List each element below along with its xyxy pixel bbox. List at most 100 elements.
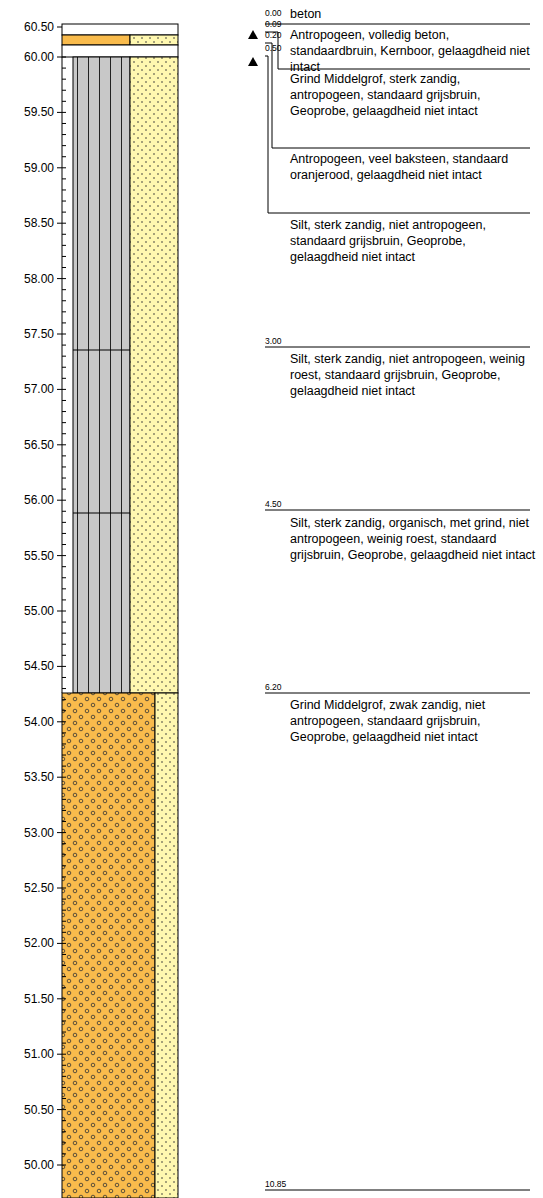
major-tick — [57, 112, 62, 113]
depth-label: 0.09 — [265, 19, 282, 29]
minor-tick — [62, 799, 66, 800]
minor-tick — [62, 1020, 66, 1021]
major-tick — [57, 943, 62, 944]
layer-description: Silt, sterk zandig, niet antropogeen, st… — [290, 217, 536, 265]
minor-tick — [62, 289, 66, 290]
minor-tick — [62, 400, 66, 401]
minor-tick — [62, 921, 66, 922]
minor-tick — [62, 976, 66, 977]
minor-tick — [62, 500, 66, 501]
minor-tick — [62, 356, 66, 357]
minor-tick — [62, 101, 66, 102]
minor-tick — [62, 965, 66, 966]
minor-tick — [62, 865, 66, 866]
minor-tick — [62, 876, 66, 877]
layer-boundary — [73, 513, 130, 514]
layer-description: Silt, sterk zandig, niet antropogeen, we… — [290, 351, 536, 399]
minor-tick — [62, 688, 66, 689]
minor-tick — [62, 622, 66, 623]
minor-tick — [62, 68, 66, 69]
minor-tick — [62, 489, 66, 490]
leader-lines — [265, 24, 530, 1190]
layer-boundary — [73, 350, 130, 351]
major-tick — [57, 832, 62, 833]
minor-tick — [62, 699, 66, 700]
major-tick — [57, 1054, 62, 1055]
minor-tick — [62, 644, 66, 645]
minor-tick — [62, 1076, 66, 1077]
depth-line — [265, 24, 530, 25]
minor-tick — [62, 1120, 66, 1121]
layer-description: Grind Middelgrof, zwak zandig, niet antr… — [290, 697, 536, 745]
major-tick — [57, 334, 62, 335]
minor-tick — [62, 666, 66, 667]
minor-tick — [62, 732, 66, 733]
sand-admixture — [130, 35, 178, 45]
minor-tick — [62, 998, 66, 999]
minor-tick — [62, 278, 66, 279]
minor-tick — [62, 123, 66, 124]
minor-tick — [62, 544, 66, 545]
minor-tick — [62, 721, 66, 722]
major-tick — [57, 444, 62, 445]
minor-tick — [62, 810, 66, 811]
elevation-label: 60.50 — [2, 20, 54, 34]
minor-tick — [62, 234, 66, 235]
elevation-label: 53.50 — [2, 770, 54, 784]
minor-tick — [62, 566, 66, 567]
minor-tick — [62, 212, 66, 213]
minor-tick — [62, 577, 66, 578]
axis-line — [62, 57, 63, 693]
minor-tick — [62, 710, 66, 711]
concrete-layer — [62, 24, 178, 35]
minor-tick — [62, 843, 66, 844]
minor-tick — [62, 533, 66, 534]
major-tick — [57, 611, 62, 612]
major-tick — [57, 1109, 62, 1110]
minor-tick — [62, 743, 66, 744]
elevation-label: 51.50 — [2, 992, 54, 1006]
minor-tick — [62, 322, 66, 323]
minor-tick — [62, 256, 66, 257]
minor-tick — [62, 112, 66, 113]
axis-ticks — [57, 27, 66, 1165]
minor-tick — [62, 1153, 66, 1154]
elevation-label: 59.00 — [2, 161, 54, 175]
minor-tick — [62, 1087, 66, 1088]
depth-line — [265, 693, 530, 694]
major-tick — [57, 167, 62, 168]
minor-tick — [62, 345, 66, 346]
major-tick — [57, 57, 62, 58]
minor-tick — [62, 1165, 66, 1166]
minor-tick — [62, 300, 66, 301]
elevation-label: 54.50 — [2, 659, 54, 673]
elevation-label: 52.00 — [2, 936, 54, 950]
brick-layer — [62, 45, 178, 57]
minor-tick — [62, 832, 66, 833]
elevation-label: 54.00 — [2, 715, 54, 729]
minor-tick — [62, 677, 66, 678]
minor-tick — [62, 79, 66, 80]
elevation-label: 60.00 — [2, 50, 54, 64]
minor-tick — [62, 145, 66, 146]
major-tick — [57, 223, 62, 224]
water-level-marker — [248, 57, 258, 66]
gravel-layer — [62, 693, 155, 1198]
silt-layer — [73, 57, 130, 693]
minor-tick — [62, 755, 66, 756]
depth-label: 0.00 — [265, 8, 282, 18]
depth-label: 0.50 — [265, 43, 282, 53]
elevation-label: 56.50 — [2, 438, 54, 452]
major-tick — [57, 500, 62, 501]
elevation-label: 58.00 — [2, 272, 54, 286]
minor-tick — [62, 156, 66, 157]
elevation-label: 51.00 — [2, 1047, 54, 1061]
minor-tick — [62, 90, 66, 91]
minor-tick — [62, 201, 66, 202]
minor-tick — [62, 422, 66, 423]
minor-tick — [62, 378, 66, 379]
depth-label: 4.50 — [265, 499, 282, 509]
minor-tick — [62, 611, 66, 612]
minor-tick — [62, 788, 66, 789]
minor-tick — [62, 766, 66, 767]
